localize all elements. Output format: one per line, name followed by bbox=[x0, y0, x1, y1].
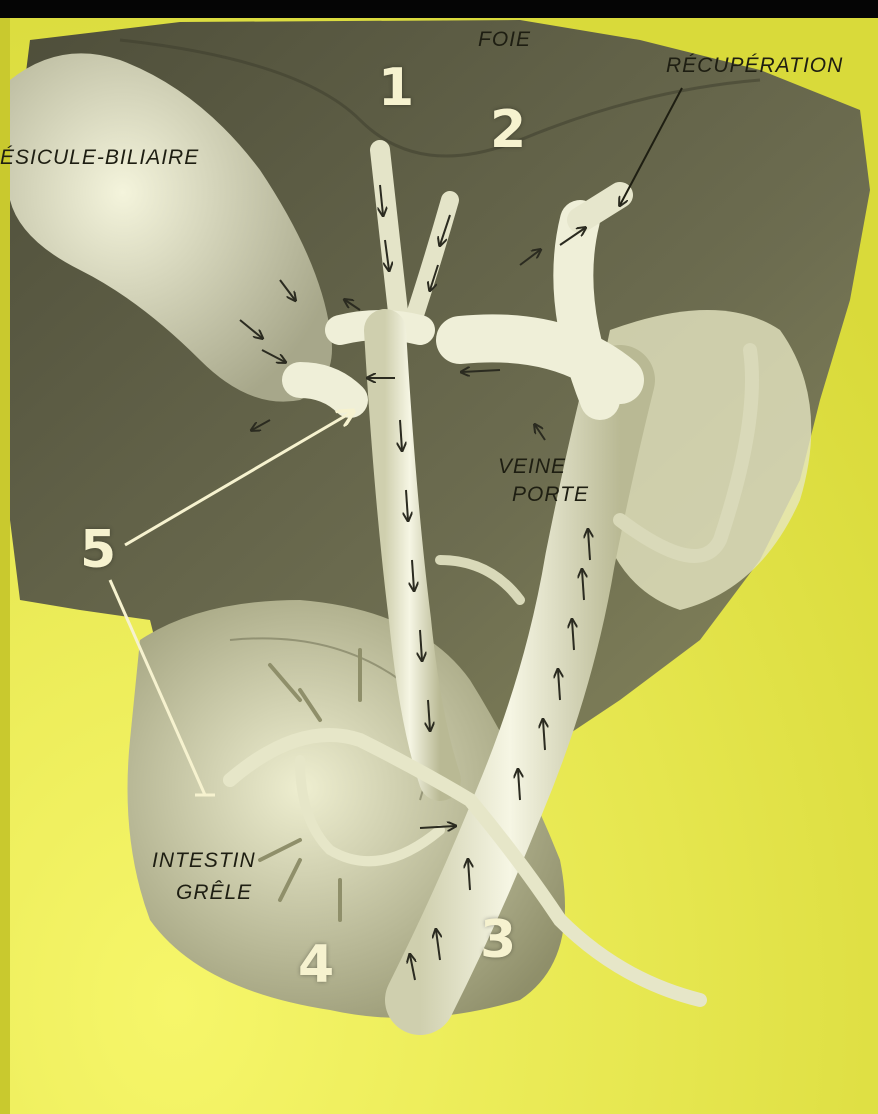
label-intestin: INTESTIN bbox=[152, 849, 256, 873]
cystic-duct bbox=[300, 380, 350, 400]
label-vesicule-biliaire: ÉSICULE-BILIAIRE bbox=[0, 146, 199, 170]
label-grele: GRÊLE bbox=[176, 881, 252, 905]
left-edge bbox=[0, 18, 10, 1114]
number-5: 5 bbox=[80, 520, 116, 580]
label-porte: PORTE bbox=[512, 483, 589, 507]
top-border bbox=[0, 0, 878, 18]
label-veine: VEINE bbox=[498, 455, 566, 479]
number-3: 3 bbox=[480, 910, 516, 970]
number-1: 1 bbox=[378, 58, 414, 118]
label-recuperation: RÉCUPÉRATION bbox=[666, 54, 843, 78]
label-foie: FOIE bbox=[478, 28, 531, 52]
number-2: 2 bbox=[490, 100, 526, 160]
number-4: 4 bbox=[298, 935, 334, 995]
